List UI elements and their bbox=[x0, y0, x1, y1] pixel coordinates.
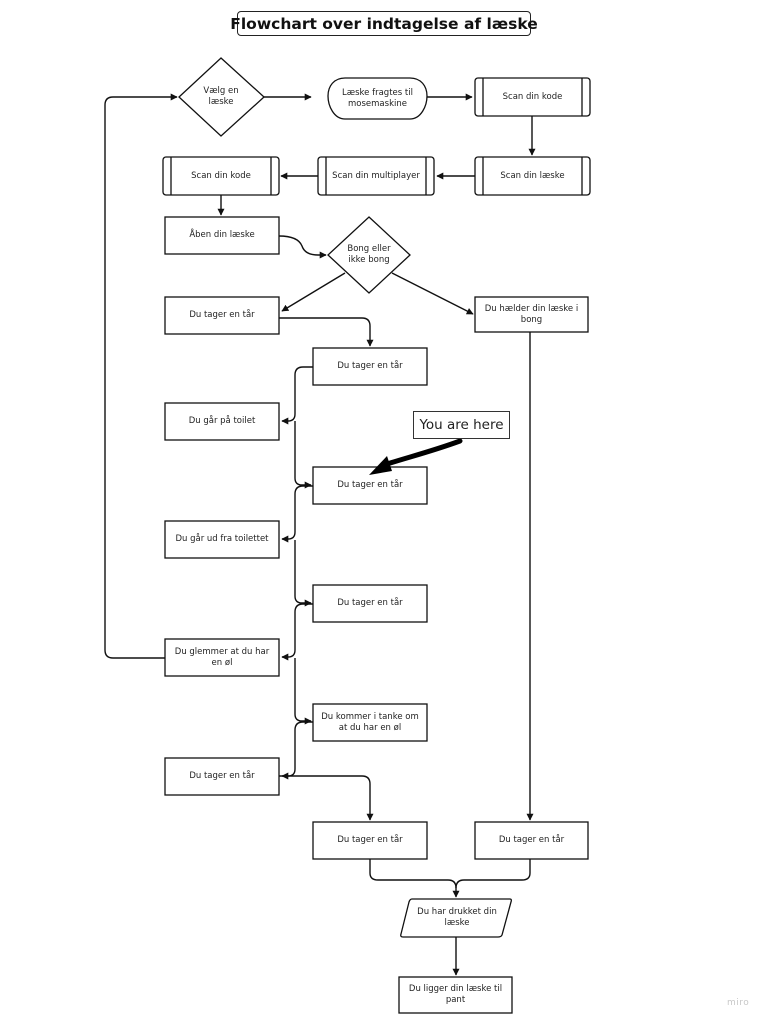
node-shape-drukket bbox=[400, 898, 512, 938]
node-shape-bong-q bbox=[327, 216, 411, 294]
edge-toilet-taar3 bbox=[294, 421, 312, 489]
node-shape-ud-toilet bbox=[164, 520, 280, 559]
edge-taar5-taar6 bbox=[279, 775, 374, 821]
edge-taar7-merge bbox=[455, 859, 531, 889]
node-label-aaben: Åben din læske bbox=[189, 230, 255, 240]
node-shape-ligger bbox=[398, 976, 513, 1014]
node-label-taar3: Du tager en tår bbox=[337, 480, 403, 490]
edge-taar6-merge bbox=[369, 859, 460, 898]
node-label-scan-multi: Scan din multiplayer bbox=[332, 170, 420, 181]
node-label-taar2: Du tager en tår bbox=[337, 361, 403, 371]
node-label-taar6: Du tager en tår bbox=[337, 835, 403, 845]
node-label-ligger: Du ligger din læske til pant bbox=[408, 984, 503, 1005]
node-label-scan2: Scan din kode bbox=[191, 170, 251, 181]
node-label-taar1: Du tager en tår bbox=[189, 310, 255, 320]
node-label-fragtes: Læske fragtes til mosemaskine bbox=[342, 87, 413, 109]
node-shape-toilet bbox=[164, 402, 280, 441]
node-label-scan-laeske: Scan din læske bbox=[500, 170, 565, 181]
edge-glemmer-kommer bbox=[294, 658, 312, 725]
edge-ud-toilet-taar4 bbox=[294, 540, 312, 607]
you-are-here-callout: You are here bbox=[413, 411, 510, 439]
node-label-haelder: Du hælder din læske i bong bbox=[484, 303, 579, 325]
edge-taar1-taar2 bbox=[279, 317, 374, 347]
diagram-title: Flowchart over indtagelse af læske bbox=[230, 11, 538, 36]
node-shape-vaelg bbox=[178, 57, 265, 137]
node-label-ud-toilet: Du går ud fra toilettet bbox=[175, 534, 269, 544]
edge-glemmer-vaelg bbox=[104, 93, 178, 659]
edge-kommer-taar5 bbox=[281, 721, 313, 780]
node-shape-haelder bbox=[474, 296, 589, 333]
node-shape-scan-laeske bbox=[474, 156, 591, 196]
edge-bong-taar1 bbox=[281, 272, 346, 312]
you-are-here-pointer bbox=[369, 438, 463, 475]
node-label-taar7: Du tager en tår bbox=[498, 835, 565, 845]
node-label-vaelg: Vælg en læske bbox=[203, 86, 239, 107]
node-label-toilet: Du går på toilet bbox=[188, 416, 256, 426]
node-shape-taar1 bbox=[164, 296, 280, 335]
edge-taar4-glemmer bbox=[281, 603, 313, 661]
edge-taar2-toilet bbox=[281, 366, 313, 425]
node-shape-fragtes bbox=[327, 77, 428, 120]
node-label-drukket: Du har drukket din læske bbox=[417, 907, 497, 928]
node-label-taar5: Du tager en tår bbox=[189, 771, 255, 781]
node-label-kommer: Du kommer i tanke om at du har en øl bbox=[321, 711, 419, 733]
node-label-taar4: Du tager en tår bbox=[337, 598, 403, 608]
node-label-bong-q: Bong eller ikke bong bbox=[347, 244, 391, 265]
node-label-glemmer: Du glemmer at du har en øl bbox=[174, 646, 270, 668]
edge-taar3-ud-toilet bbox=[281, 485, 313, 543]
miro-watermark: miro bbox=[727, 998, 750, 1008]
node-label-scan1: Scan din kode bbox=[502, 91, 563, 102]
node-shape-taar7 bbox=[474, 821, 589, 860]
edge-bong-haelder bbox=[391, 272, 474, 315]
edge-aaben-bong bbox=[278, 235, 327, 259]
